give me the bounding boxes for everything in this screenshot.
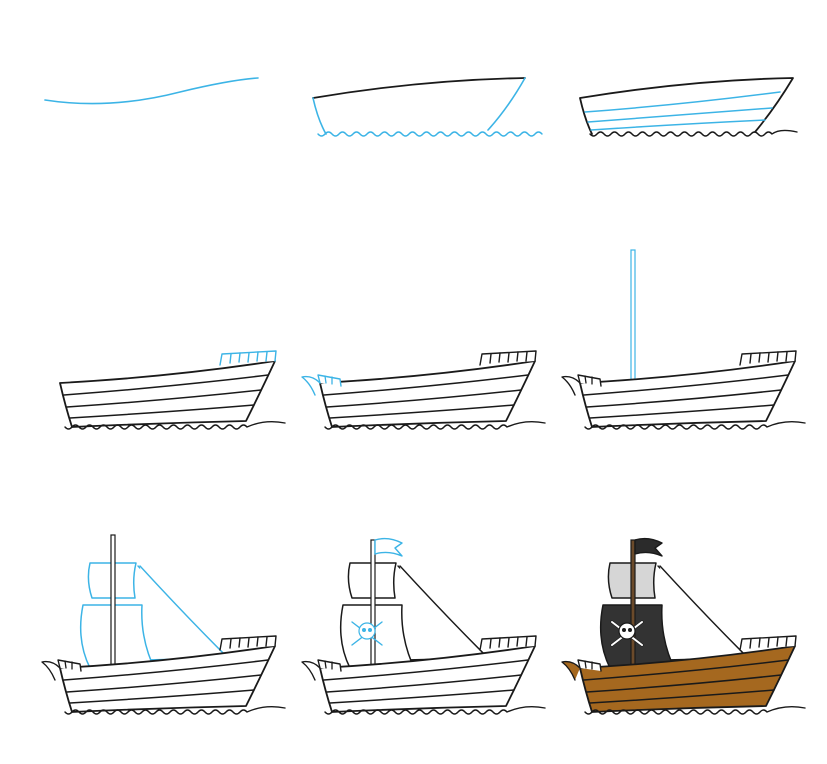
hull-planks: [63, 659, 269, 704]
step-6: [561, 249, 806, 430]
skull-and-crossbones: [610, 620, 644, 647]
jib-sail-fill: [399, 565, 489, 661]
skull-eye: [362, 628, 366, 632]
hull-planks: [323, 374, 529, 419]
mast: [110, 534, 116, 669]
mast: [630, 539, 636, 671]
step-7: [41, 534, 286, 715]
stern-curl: [561, 375, 581, 396]
hull-top-guide-line: [44, 77, 259, 105]
bow-guide-line: [487, 77, 526, 131]
mast: [370, 539, 376, 671]
water-line: [584, 705, 806, 715]
stern-rail-posts: [64, 660, 73, 670]
water-line: [324, 420, 546, 430]
mast: [630, 249, 636, 384]
water-line: [584, 420, 806, 430]
stern-curl: [561, 660, 581, 681]
step-4: [59, 350, 286, 430]
skull-and-crossbones: [351, 621, 383, 646]
bow-rail-posts: [489, 351, 528, 364]
skull-eye: [628, 628, 632, 632]
stern-curl: [301, 375, 321, 396]
stern-curl: [41, 660, 61, 681]
step-1: [44, 77, 259, 105]
step-8: [301, 537, 546, 715]
hull-planks: [583, 374, 789, 419]
hull-planks: [63, 374, 269, 419]
step-3: [579, 77, 798, 137]
hull-planks: [583, 659, 789, 704]
stern-curl: [301, 660, 321, 681]
stern-rail-posts: [324, 375, 333, 385]
hull-outline: [579, 77, 794, 135]
bow-rail-posts: [229, 636, 268, 649]
stern-rail: [577, 659, 602, 672]
stern-rail-posts: [584, 375, 593, 385]
skull-eye: [622, 628, 626, 632]
water-line: [324, 705, 546, 715]
stern-rail-posts: [584, 660, 593, 670]
stern-guide-line: [312, 97, 327, 135]
water-line: [64, 420, 286, 430]
skull: [618, 622, 636, 640]
stern-rail: [317, 659, 342, 672]
water-guide-line: [317, 131, 543, 137]
stern-rail-posts: [324, 660, 333, 670]
bow-rail-posts: [749, 636, 788, 649]
hull-top-line: [312, 77, 526, 99]
flag: [634, 537, 663, 557]
jib-sail-fill: [659, 565, 749, 661]
plank-guide-lines: [584, 91, 781, 131]
stern-rail: [577, 374, 602, 387]
bow-rail-posts: [229, 351, 268, 364]
jib-sail-fill: [139, 565, 229, 661]
bow-rail-posts: [489, 636, 528, 649]
hull-planks: [323, 659, 529, 704]
skull-eye: [368, 628, 372, 632]
step-9: [561, 537, 806, 715]
stern-rail: [57, 659, 82, 672]
flag: [374, 537, 403, 557]
step-2: [312, 77, 543, 137]
step-5: [301, 350, 546, 430]
water-line: [589, 129, 798, 137]
skull: [358, 622, 376, 640]
bow-rail-posts: [749, 351, 788, 364]
stern-rail: [317, 374, 342, 387]
water-line: [64, 705, 286, 715]
